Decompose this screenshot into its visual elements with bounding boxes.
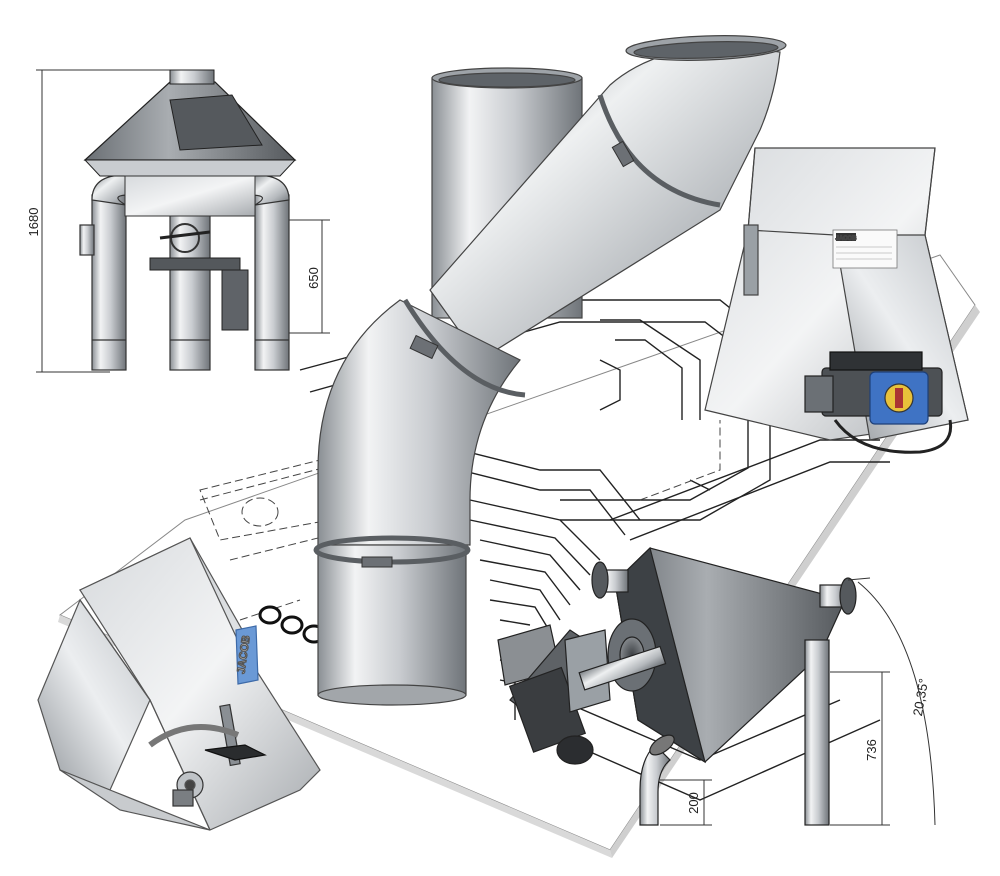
dimension-angle [847,577,936,826]
cone-separator [578,546,857,826]
dimension-label-angle: 20,35° [910,677,931,717]
manual-diverter-valve: JACOB [37,537,321,831]
type-plate-logo: JACOB [835,236,857,242]
control-box [221,269,249,331]
position-quadrant [148,724,240,748]
hopper-top-collar [169,69,215,85]
dimension-1680 [36,69,170,373]
dimension-736 [830,671,890,826]
dimension-label-1680: 1680 [26,208,41,237]
dimension-label-200: 200 [686,792,701,814]
valve-brand-logo: JACOB [235,635,252,675]
dimension-label-736: 736 [864,739,879,761]
dimension-200 [660,779,712,826]
solenoid-valve [829,351,923,371]
y-branch-pipe-assembly [313,35,787,706]
brand-label-strip [235,625,259,685]
clamp-bolts [361,140,635,568]
dimension-label-650: 650 [306,267,321,289]
diverter-valve-actuated: JACOB [704,147,969,454]
hopper-distributor-assembly: 1680 650 [26,69,330,373]
hopper-rim [83,159,297,177]
gear-motor-drive [497,624,611,765]
dimension-650 [282,219,330,334]
